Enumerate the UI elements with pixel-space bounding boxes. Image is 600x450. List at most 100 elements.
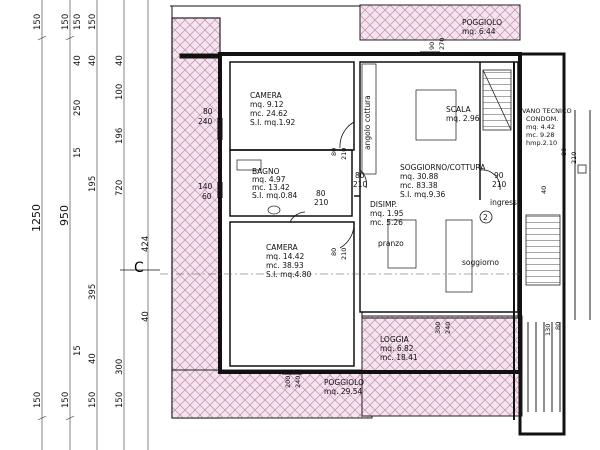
dim-text: 424 [141, 236, 151, 252]
room-loggia: LOGGIA mq. 6.82 mc. 18.41 [380, 335, 418, 362]
room-disimp: DISIMP. mq. 1.95 mc. 5.26 [370, 200, 404, 227]
dim-text: 1250 [30, 204, 43, 232]
room-mq: mq. 2.96 [446, 114, 480, 123]
unit-number: 2 [483, 213, 488, 222]
door-dim: 210 [353, 180, 368, 189]
door-dim: 210 [314, 198, 329, 207]
dim-text: 150 [33, 14, 43, 30]
col3-dims: 150 40 195 395 40 150 [88, 14, 98, 408]
window-dim: 90 [428, 42, 436, 50]
door-dims: 80 240 140 60 80 210 80 210 80 210 80 21… [198, 38, 578, 388]
soggiorno-label: soggiorno [462, 258, 499, 267]
col5-dims: 40 100 196 424 40 [115, 55, 151, 322]
room-mq: mq. 14.42 [266, 252, 305, 261]
room-hmp: hmp.2.10 [526, 139, 557, 147]
door-dim: 210 [570, 152, 578, 164]
dim-text: 15 [73, 147, 83, 158]
dim-text: 15 [73, 345, 83, 356]
window-dim: 240 [198, 117, 213, 126]
dim-text: 720 [115, 180, 125, 196]
room-mc: mc. 5.26 [370, 218, 403, 227]
dim-text: 395 [88, 284, 98, 300]
right-dims: 40 [540, 186, 548, 194]
dim-text: 250 [73, 100, 83, 116]
room-mq: mq. 4.97 [252, 175, 286, 184]
room-mc: mc. 38.93 [266, 261, 304, 270]
room-poggiolo-top: POGGIOLO mq. 6.44 [462, 18, 502, 36]
angolo-cottura-label: angolo cottura [363, 95, 372, 150]
dim-text: 196 [115, 128, 125, 144]
door-dim: 210 [492, 180, 507, 189]
room-mc: mc. 83.38 [400, 181, 438, 190]
room-name: CAMERA [266, 243, 298, 252]
window-dim: 240 [444, 322, 452, 334]
dim-text: 40 [540, 186, 548, 194]
room-mq: mq. 9.12 [250, 100, 284, 109]
windows [217, 51, 456, 375]
ingresso-label: ingresso [490, 198, 522, 207]
dim-text: 40 [88, 353, 98, 364]
room-name: BAGNO [252, 167, 280, 176]
dim-text: 150 [88, 14, 98, 30]
door-dim: 80 [330, 248, 338, 256]
room-si: S.I. mq.4.80 [266, 270, 312, 279]
room-mc: mc. 18.41 [380, 353, 418, 362]
room-mq: mq. 6.82 [380, 344, 414, 353]
window-dim: 140 [198, 182, 213, 191]
pranzo-label: pranzo [378, 239, 404, 248]
room-name: POGGIOLO [462, 18, 502, 27]
stairs [482, 69, 591, 412]
room-mq: mq. 29.54 [324, 387, 363, 396]
window-dim: 270 [438, 38, 446, 50]
dim-text: 150 [115, 392, 125, 408]
window-dim: 60 [202, 192, 212, 201]
window-dim: 200 [284, 376, 292, 388]
col4-dims: 150 40 250 15 720 15 300 150 [73, 14, 125, 408]
section-marker: C [134, 260, 144, 276]
room-vano: VANO TECNICO CONDOM. mq. 4.42 mc. 9.28 h… [522, 107, 572, 147]
dim-text: 150 [33, 392, 43, 408]
door-dim: 80 [560, 148, 568, 156]
room-name2: CONDOM. [526, 115, 558, 123]
door-dim: 80 [316, 189, 326, 198]
room-bagno: BAGNO mq. 4.97 mc. 13.42 S.I. mq.0.84 [252, 167, 298, 200]
window-dim: 240 [294, 376, 302, 388]
room-scala: SCALA mq. 2.96 [446, 105, 480, 123]
door-dim: 210 [340, 148, 348, 160]
dim-text: 100 [115, 84, 125, 100]
col1-dims: 150 1250 150 [30, 14, 43, 408]
room-camera2: CAMERA mq. 14.42 mc. 38.93 S.I. mq.4.80 [266, 243, 312, 279]
door-dim: 210 [340, 248, 348, 260]
dim-text: 150 [61, 14, 71, 30]
door-dim: 90 [494, 171, 504, 180]
dim-text: 40 [73, 55, 83, 66]
room-name: VANO TECNICO [522, 107, 572, 115]
dim-text: 195 [88, 176, 98, 192]
window-dim: 80 [203, 107, 213, 116]
room-mq: mq. 1.95 [370, 209, 404, 218]
door-dim: 80 [355, 171, 365, 180]
room-name: POGGIOLO [324, 378, 364, 387]
door-arcs [289, 121, 501, 249]
room-poggiolo-bottom: POGGIOLO mq. 29.54 [324, 378, 364, 396]
furniture [236, 63, 473, 293]
room-mc: mc. 24.62 [250, 109, 288, 118]
dim-text: 150 [88, 392, 98, 408]
room-si: S.I. mq.9.36 [400, 190, 446, 199]
dim-text: 950 [58, 205, 71, 226]
room-name: SOGGIORNO/COTTURA [400, 163, 486, 172]
unit-marker [479, 210, 493, 224]
room-soggiorno: SOGGIORNO/COTTURA mq. 30.88 mc. 83.38 S.… [400, 163, 486, 199]
window-dim: 130 [544, 324, 552, 336]
dim-text: 40 [88, 55, 98, 66]
room-camera1: CAMERA mq. 9.12 mc. 24.62 S.I. mq.1.92 [250, 91, 296, 127]
dim-text: 40 [141, 311, 151, 322]
window-dim: 80 [554, 322, 562, 330]
dim-text: 150 [61, 392, 71, 408]
room-mc: mc. 9.28 [526, 131, 555, 139]
window-dim: 300 [434, 322, 442, 334]
walls [170, 5, 566, 436]
room-name: SCALA [446, 105, 471, 114]
